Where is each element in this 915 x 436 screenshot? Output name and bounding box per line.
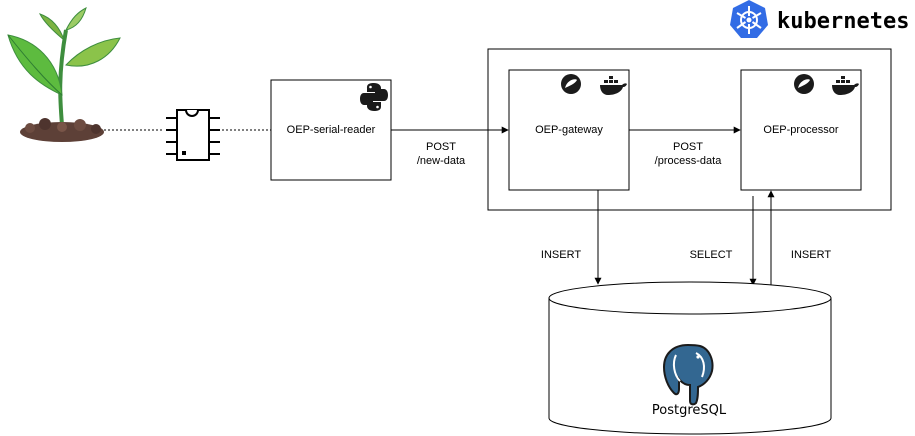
gateway-to-db-label: INSERT bbox=[541, 249, 581, 261]
processor-insert-label: INSERT bbox=[791, 249, 831, 261]
kubernetes-label: kubernetes bbox=[777, 9, 909, 34]
processor-label: OEP-processor bbox=[763, 124, 839, 136]
gateway-to-processor-label-method: POST bbox=[673, 141, 703, 153]
reader-to-gateway-label-path: /new-data bbox=[417, 155, 466, 167]
docker-icon bbox=[600, 76, 627, 95]
processor-select-label: SELECT bbox=[690, 249, 733, 261]
plant-sprout-icon bbox=[7, 7, 121, 142]
gateway-label: OEP-gateway bbox=[535, 124, 603, 136]
reader-to-gateway-label-method: POST bbox=[426, 141, 456, 153]
gateway-to-processor-label-path: /process-data bbox=[655, 155, 723, 167]
kubernetes-helm-icon bbox=[730, 0, 768, 38]
python-icon bbox=[360, 83, 388, 111]
kubernetes-logo: kubernetes bbox=[730, 0, 909, 38]
spring-icon bbox=[794, 74, 814, 94]
postgresql-elephant-icon bbox=[662, 343, 714, 406]
docker-icon bbox=[832, 76, 859, 95]
spring-icon bbox=[561, 74, 581, 94]
serial-reader-label: OEP-serial-reader bbox=[287, 124, 376, 136]
microchip-icon bbox=[166, 109, 220, 161]
postgresql-label: PostgreSQL bbox=[652, 403, 727, 418]
